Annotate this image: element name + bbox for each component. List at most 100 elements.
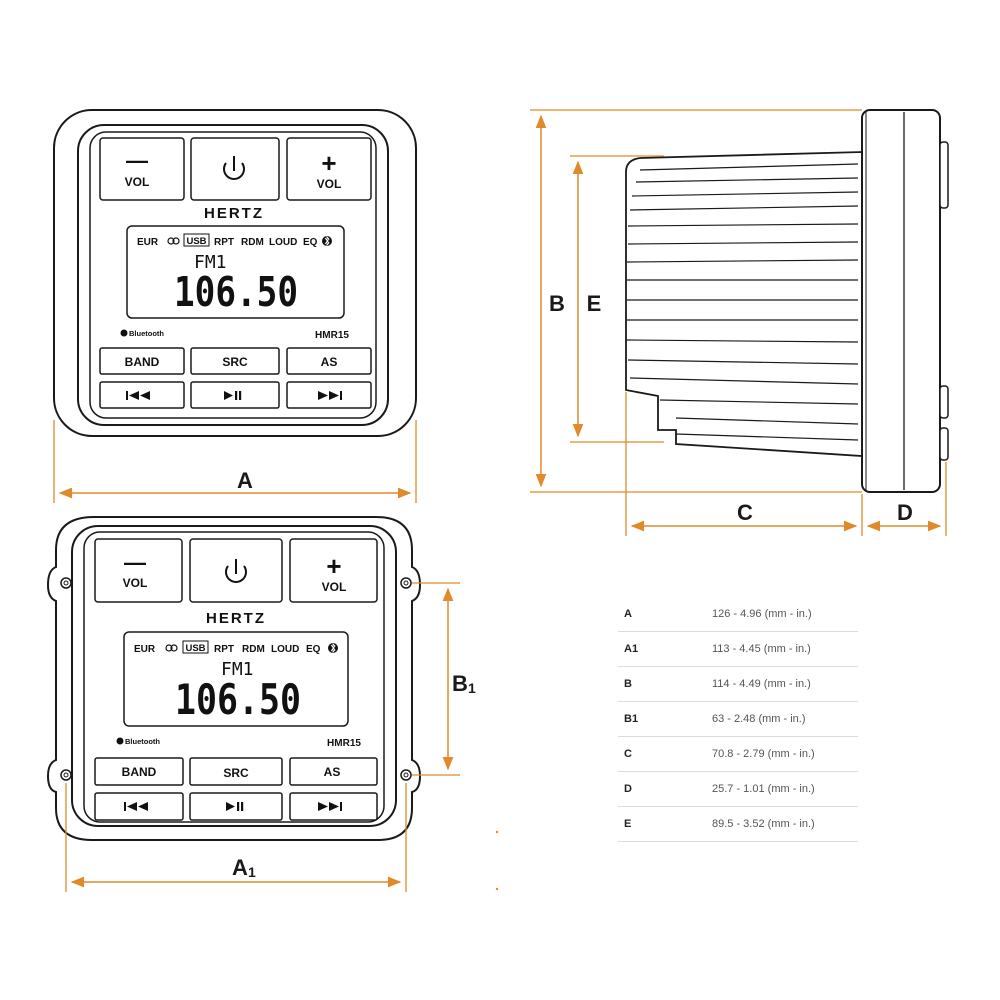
bezel-side: [861, 109, 941, 493]
bluetooth-label: Bluetooth: [129, 329, 164, 338]
lcd-indicator-usb: USB: [186, 236, 206, 247]
next-button[interactable]: [286, 381, 372, 409]
band-button[interactable]: BAND: [99, 347, 185, 375]
lcd-display-2: EUR USB RPT RDM LOUD EQ FM1 106.50: [123, 631, 349, 727]
lcd-frequency: 106.50: [174, 268, 298, 316]
src-label: SRC: [222, 355, 248, 369]
front-view-top: — VOL + VOL HERTZ EUR USB: [53, 109, 417, 437]
as-button[interactable]: AS: [286, 347, 372, 375]
dimension-a1-label: A: [232, 855, 248, 880]
vol-down-button[interactable]: — VOL: [99, 137, 185, 201]
button-profile-mid: [939, 385, 949, 419]
skip-previous-icon: [124, 802, 148, 811]
bluetooth-badge-2: Bluetooth: [116, 737, 160, 746]
play-pause-button-2[interactable]: [189, 792, 283, 821]
previous-button-2[interactable]: [94, 792, 184, 821]
lcd-indicator-loud: LOUD: [271, 644, 299, 655]
lcd-indicator-usb: USB: [185, 643, 205, 654]
spec-key: A: [618, 597, 712, 632]
next-button-2[interactable]: [289, 792, 378, 821]
lcd-indicator-rpt: RPT: [214, 237, 234, 248]
lcd-indicator-eur: EUR: [137, 237, 159, 248]
band-button-2[interactable]: BAND: [94, 757, 184, 786]
spec-value: 70.8 - 2.79 (mm - in.): [712, 736, 858, 772]
lcd-indicator-rdm: RDM: [241, 237, 264, 248]
lcd-indicator-eq: EQ: [303, 237, 318, 248]
spec-value: 113 - 4.45 (mm - in.): [712, 631, 858, 667]
button-profile-bottom: [939, 427, 949, 461]
src-button[interactable]: SRC: [190, 347, 280, 375]
vol-minus-symbol: —: [126, 148, 148, 173]
dimension-b1-subscript: 1: [468, 680, 476, 696]
dimension-a-label: A: [237, 468, 253, 493]
skip-next-icon: [318, 391, 342, 400]
spec-value: 89.5 - 3.52 (mm - in.): [712, 806, 858, 842]
bluetooth-icon: [322, 235, 332, 247]
lcd-band-2: FM1: [221, 659, 254, 680]
dimension-b1-label: B: [452, 671, 468, 696]
vol-up-button-2[interactable]: + VOL: [289, 538, 378, 603]
mounting-hole-top-left: [60, 577, 72, 589]
housing-body: [625, 151, 863, 457]
vol-down-label-2: VOL: [123, 576, 148, 590]
band-label-2: BAND: [122, 765, 157, 779]
dimension-d-label: D: [897, 500, 913, 525]
vol-down-button-2[interactable]: — VOL: [94, 538, 183, 603]
lcd-indicator-loud: LOUD: [269, 237, 297, 248]
skip-next-icon: [318, 802, 342, 811]
vol-up-button[interactable]: + VOL: [286, 137, 372, 201]
spec-key: D: [618, 771, 712, 807]
front-view-bottom: — VOL + VOL HERTZ EUR USB RPT: [46, 516, 422, 841]
model-label: HMR15: [315, 330, 349, 341]
dimension-b: B: [530, 109, 862, 493]
lcd-indicator-eq: EQ: [306, 644, 321, 655]
skip-previous-icon: [126, 391, 150, 400]
bluetooth-badge: Bluetooth: [120, 329, 164, 338]
side-view: [625, 109, 949, 493]
dimension-b1: B 1: [412, 582, 476, 776]
play-pause-icon: [224, 391, 242, 400]
lcd-indicator-rpt: RPT: [214, 644, 234, 655]
stereo-icon: [165, 644, 178, 652]
stereo-icon: [167, 237, 180, 245]
band-label: BAND: [125, 355, 160, 369]
spec-key: C: [618, 736, 712, 772]
as-button-2[interactable]: AS: [289, 757, 378, 786]
lcd-usb-box: [183, 233, 210, 247]
play-pause-icon: [226, 802, 244, 811]
lcd-frequency-2: 106.50: [175, 675, 301, 724]
spec-value: 25.7 - 1.01 (mm - in.): [712, 771, 858, 807]
brand-logo-2: HERTZ: [206, 610, 266, 627]
power-button[interactable]: [190, 137, 280, 201]
vol-up-label: VOL: [317, 177, 342, 191]
dimension-e: E: [570, 155, 664, 443]
spec-key: A1: [618, 631, 712, 667]
model-label-2: HMR15: [327, 738, 361, 749]
heatsink-fins: [626, 163, 859, 441]
spec-key: B: [618, 666, 712, 702]
as-label: AS: [321, 355, 338, 369]
previous-button[interactable]: [99, 381, 185, 409]
dot-marker: [495, 830, 499, 834]
bluetooth-icon: [328, 642, 338, 654]
spec-value: 114 - 4.49 (mm - in.): [712, 666, 858, 702]
dimension-a: A: [53, 420, 417, 503]
src-button-2[interactable]: SRC: [189, 757, 283, 786]
play-pause-button[interactable]: [190, 381, 280, 409]
brand-logo: HERTZ: [204, 205, 264, 222]
as-label-2: AS: [324, 765, 341, 779]
spec-key: E: [618, 806, 712, 842]
vol-down-label: VOL: [125, 175, 150, 189]
power-icon: [225, 559, 247, 583]
vol-plus-symbol-2: +: [326, 551, 341, 581]
power-icon: [223, 156, 245, 180]
mounting-hole-top-right: [400, 577, 412, 589]
power-button-2[interactable]: [189, 538, 283, 603]
dot-marker: [495, 887, 499, 891]
dimension-d: D: [866, 462, 947, 536]
